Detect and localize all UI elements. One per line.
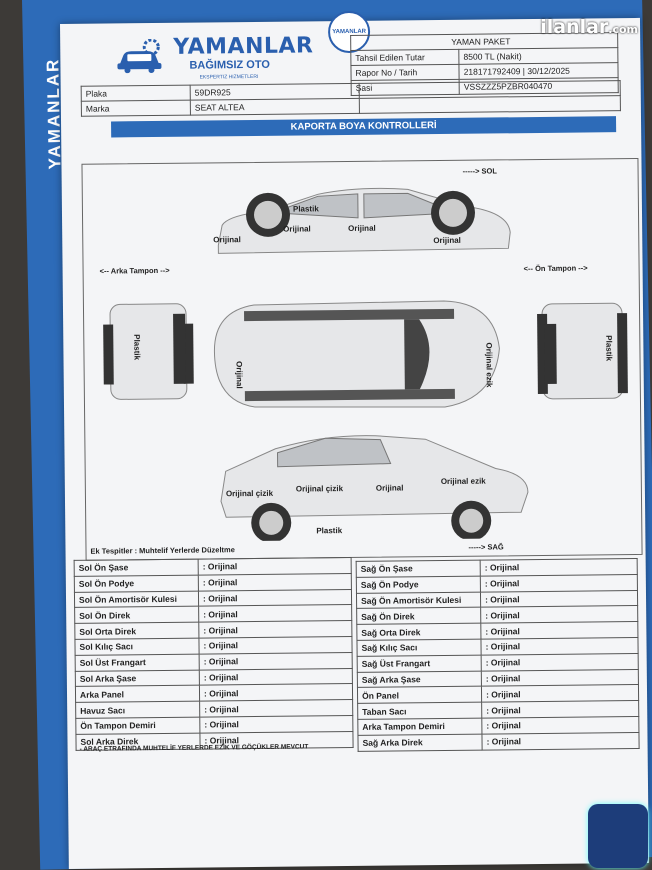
part-status: : Orijinal	[481, 700, 639, 719]
rear-bumper-label: <-- Arka Tampon -->	[99, 265, 170, 276]
part-status: : Orijinal	[480, 621, 638, 640]
part-name: Sağ Ön Podye	[356, 575, 481, 594]
part-status: : Orijinal	[480, 590, 638, 608]
part-name: Sol Ön Amortisör Kulesi	[74, 590, 199, 608]
info-value: 218171792409 | 30/12/2025	[459, 62, 619, 80]
part-status: : Orijinal	[481, 669, 639, 687]
part-name: Sol Kılıç Sacı	[74, 638, 200, 656]
part-label: Orijinal	[234, 361, 244, 389]
part-status: : Orijinal	[198, 604, 352, 623]
part-label: Plastik	[132, 334, 142, 361]
part-status: : Orijinal	[480, 637, 639, 655]
part-label: Orijinal	[283, 224, 311, 234]
info-label: Plaka	[81, 85, 191, 102]
part-status: : Orijinal	[199, 683, 353, 702]
part-status: : Orijinal	[198, 620, 352, 639]
info-empty	[359, 95, 621, 114]
part-name: Sol Ön Podye	[74, 574, 199, 592]
part-name: Sol Ön Direk	[74, 606, 199, 624]
part-label: Orijinal	[348, 223, 376, 233]
part-name: Sol Ön Şase	[74, 559, 199, 577]
car-rear-view-icon	[103, 303, 194, 400]
watermark-logo: ilanlar.com	[540, 16, 638, 38]
watermark-suffix: .com	[608, 23, 638, 36]
part-name: Ön Tampon Demiri	[75, 717, 200, 735]
part-name: Havuz Sacı	[75, 701, 200, 719]
car-top-view-icon	[213, 300, 500, 408]
part-row: Sağ Arka Direk: Orijinal	[357, 732, 640, 751]
car-left-side-icon	[217, 187, 511, 254]
car-gear-icon	[117, 38, 162, 74]
part-label: Orijinal ezik	[440, 476, 486, 487]
part-status: : Orijinal	[481, 716, 639, 734]
part-status: : Orijinal	[198, 636, 353, 654]
section-title: KAPORTA BOYA KONTROLLERİ	[111, 116, 617, 138]
part-label: Orijinal çizik	[225, 488, 274, 499]
part-label: Plastik	[316, 526, 343, 536]
brand-name: YAMANLAR	[173, 33, 314, 60]
extra-findings-note: Ek Tespitler : Muhtelif Yerlerde Düzeltm…	[90, 545, 235, 556]
info-value: SEAT ALTEA	[190, 98, 360, 116]
report-sheet: YAMANLAR BAĞIMSIZ OTO EKSPERTIZ HIZMETLE…	[60, 10, 649, 869]
part-label: Plastik	[604, 335, 614, 362]
part-name: Arka Panel	[75, 685, 200, 703]
part-label: Orijinal	[433, 235, 461, 246]
watermark-name: ilanlar	[540, 16, 609, 38]
part-status: : Orijinal	[199, 668, 353, 686]
part-name: Sağ Ön Direk	[356, 607, 481, 625]
part-name: Taban Sacı	[357, 702, 482, 720]
car-right-side-icon	[220, 435, 529, 542]
direction-right-label: -----> SAĞ	[468, 542, 504, 552]
part-label: Orijinal	[375, 483, 404, 493]
part-status: : Orijinal	[198, 589, 352, 607]
company-logo: YAMANLAR BAĞIMSIZ OTO EKSPERTIZ HIZMETLE…	[115, 31, 314, 83]
part-label: Orijinal ezik	[484, 342, 494, 388]
part-name: Sağ Arka Direk	[357, 733, 483, 751]
car-front-view-icon	[537, 302, 628, 400]
part-status: : Orijinal	[199, 699, 353, 718]
front-bumper-label: <-- Ön Tampon -->	[523, 263, 588, 274]
part-name: Sağ Arka Şase	[357, 670, 482, 688]
bottom-note: - ARAÇ ETRAFINDA MUHTELİF YERLERDE EZİK …	[79, 743, 309, 753]
part-status: : Orijinal	[199, 715, 353, 733]
brand-subtitle: BAĞIMSIZ OTO	[189, 58, 270, 72]
part-status: : Orijinal	[481, 684, 639, 703]
part-status: : Orijinal	[480, 574, 638, 592]
info-value: 59DR925	[190, 83, 360, 101]
part-status: : Orijinal	[198, 557, 352, 575]
brand-tagline: EKSPERTIZ HIZMETLERI	[199, 73, 259, 81]
part-name: Arka Tampon Demiri	[357, 718, 482, 736]
info-label: Tahsil Edilen Tutar	[350, 49, 460, 66]
part-name: Sağ Üst Frangart	[357, 654, 482, 673]
part-label: Orijinal çizik	[295, 484, 344, 494]
part-status: : Orijinal	[480, 605, 638, 624]
part-status: : Orijinal	[481, 653, 639, 671]
part-name: Sağ Ön Şase	[356, 560, 481, 578]
info-label: Rapor No / Tarih	[350, 64, 460, 81]
part-label: Plastik	[292, 204, 319, 214]
part-name: Ön Panel	[357, 686, 482, 704]
part-label: Orijinal	[213, 235, 241, 245]
part-status: : Orijinal	[480, 558, 638, 576]
watermark-badge-icon	[588, 804, 648, 868]
part-name: Sol Üst Frangart	[75, 653, 200, 671]
part-status: : Orijinal	[481, 732, 640, 750]
info-value: 8500 TL (Nakit)	[458, 47, 618, 65]
part-status: : Orijinal	[198, 573, 352, 591]
part-name: Sağ Ön Amortisör Kulesi	[356, 591, 481, 609]
part-name: Sol Arka Şase	[75, 669, 200, 687]
direction-left-label: -----> SOL	[462, 166, 497, 176]
vehicle-info-table: Plaka 59DR925 Marka SEAT ALTEA	[81, 80, 621, 117]
part-status: : Orijinal	[199, 652, 353, 670]
part-name: Sağ Kılıç Sacı	[356, 639, 482, 657]
car-diagram: -----> SOL Plastik Orijinal Orijinal Ori…	[81, 157, 643, 561]
part-name: Sağ Orta Direk	[356, 623, 481, 641]
part-name: Sol Orta Direk	[74, 622, 199, 640]
info-label: Marka	[81, 100, 191, 117]
